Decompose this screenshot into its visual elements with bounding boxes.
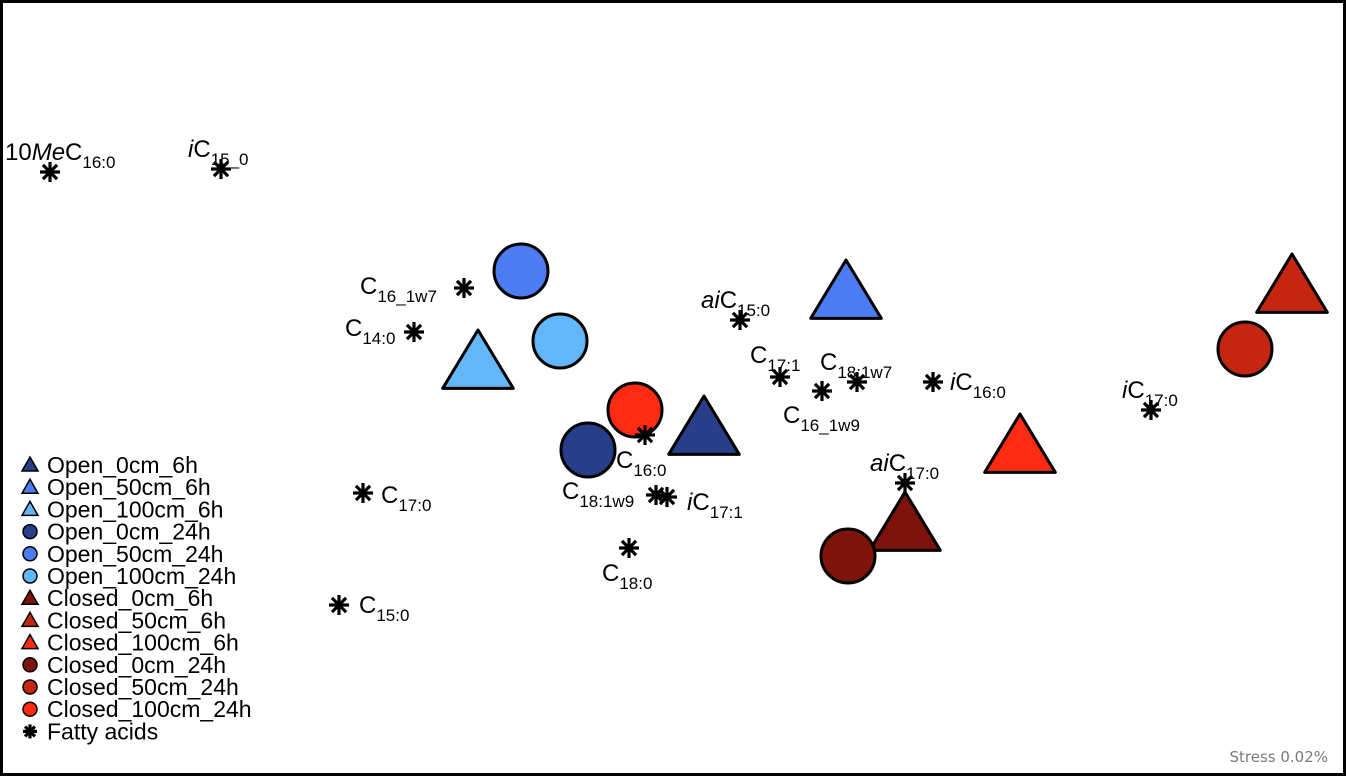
fatty-acid-marker-10mec16-0 xyxy=(40,162,60,182)
fatty-acid-label-ic17-1: iC17:1 xyxy=(687,489,743,522)
stress-annotation: Stress 0.02% xyxy=(1229,748,1328,766)
marker-closed-0cm-6h xyxy=(868,490,942,552)
marker-closed-0cm-24h xyxy=(819,527,877,585)
fatty-acid-marker-aic15-0 xyxy=(730,310,750,330)
fatty-acid-label-c16-1w9: C16_1w9 xyxy=(783,402,860,435)
fatty-acid-marker-ic17-1 xyxy=(657,487,677,507)
legend-swatch-closed-50cm-24h xyxy=(22,679,38,695)
fatty-acid-marker-aic17-0 xyxy=(895,473,915,493)
fatty-acid-marker-c18-1w7 xyxy=(847,372,867,392)
fatty-acid-marker-c14-0 xyxy=(404,322,424,342)
fatty-acid-marker-ic16-0 xyxy=(923,372,943,392)
legend-swatch-closed-0cm-24h xyxy=(22,657,38,673)
marker-closed-50cm-24h xyxy=(1216,320,1274,378)
marker-open-50cm-6h xyxy=(809,258,883,320)
fatty-acid-label-c16-0: C16:0 xyxy=(616,447,666,480)
legend-swatch-open-100cm-6h xyxy=(20,499,40,517)
fatty-acid-marker-c16-1w7 xyxy=(454,278,474,298)
legend-label-open-0cm-24h: Open_0cm_24h xyxy=(47,519,211,545)
legend-label-fatty-acids: Fatty acids xyxy=(47,718,158,744)
legend-label-closed-50cm-6h: Closed_50cm_6h xyxy=(47,607,226,633)
fatty-acid-label-c17-0: C17:0 xyxy=(381,482,431,515)
fatty-acid-marker-c15-0 xyxy=(329,595,349,615)
legend-swatch-fatty-acids xyxy=(23,724,37,739)
marker-open-50cm-24h xyxy=(492,242,550,300)
fatty-acid-marker-ic17-0 xyxy=(1141,400,1161,420)
fatty-acid-marker-ic15-0 xyxy=(211,159,231,179)
fatty-acid-label-ic17-0: iC17:0 xyxy=(1122,377,1178,410)
fatty-acid-label-ic16-0: iC16:0 xyxy=(950,369,1006,402)
legend-label-closed-100cm-24h: Closed_100cm_24h xyxy=(47,696,252,722)
fatty-acid-label-c14-0: C14:0 xyxy=(345,315,395,348)
marker-closed-100cm-6h xyxy=(983,412,1057,474)
legend-label-open-50cm-6h: Open_50cm_6h xyxy=(47,474,211,500)
fatty-acid-markers xyxy=(40,159,1161,615)
legend-swatch-closed-100cm-6h xyxy=(20,633,40,650)
legend-label-closed-100cm-6h: Closed_100cm_6h xyxy=(47,630,239,656)
legend-label-open-0cm-6h: Open_0cm_6h xyxy=(47,452,198,478)
legend-swatch-closed-50cm-6h xyxy=(20,610,40,628)
marker-open-100cm-24h xyxy=(531,312,589,370)
marker-open-0cm-6h xyxy=(667,394,741,456)
marker-closed-50cm-6h xyxy=(1255,252,1329,314)
fatty-acid-label-c15-0: C15:0 xyxy=(359,592,409,625)
fatty-acid-marker-c18-0 xyxy=(619,538,639,558)
legend-swatch-open-50cm-24h xyxy=(22,546,38,562)
sample-markers xyxy=(441,242,1329,585)
legend-label-closed-50cm-24h: Closed_50cm_24h xyxy=(47,674,239,700)
fatty-acid-label-c17-1: C17:1 xyxy=(750,342,800,375)
fatty-acid-marker-c17-0 xyxy=(353,483,373,503)
legend-swatch-open-100cm-24h xyxy=(22,568,38,584)
legend-label-open-50cm-24h: Open_50cm_24h xyxy=(47,541,223,567)
legend-swatch-open-0cm-6h xyxy=(20,455,40,472)
legend: Open_0cm_6hOpen_50cm_6hOpen_100cm_6hOpen… xyxy=(20,452,252,744)
legend-swatch-open-50cm-6h xyxy=(20,477,40,494)
legend-swatch-closed-100cm-24h xyxy=(22,701,38,717)
legend-label-open-100cm-6h: Open_100cm_6h xyxy=(47,496,223,522)
legend-swatch-closed-0cm-6h xyxy=(20,588,40,605)
fatty-acid-marker-c16-0 xyxy=(635,425,655,445)
legend-swatch-open-0cm-24h xyxy=(22,523,38,540)
marker-closed-100cm-24h xyxy=(606,381,664,439)
fatty-acid-label-c18-0: C18:0 xyxy=(602,560,652,593)
fatty-acid-marker-c17-1 xyxy=(770,367,790,387)
legend-label-open-100cm-24h: Open_100cm_24h xyxy=(47,563,236,589)
fatty-acid-label-aic17-0: aiC17:0 xyxy=(870,450,939,483)
fatty-acid-label-10mec16-0: 10MeC16:0 xyxy=(5,139,115,172)
fatty-acid-label-c16-1w7: C16_1w7 xyxy=(360,273,437,306)
marker-open-0cm-24h xyxy=(559,421,617,479)
fatty-acid-label-c18-1w9: C18:1w9 xyxy=(562,478,634,511)
fatty-acid-marker-c16-1w9 xyxy=(812,381,832,401)
legend-label-closed-0cm-6h: Closed_0cm_6h xyxy=(47,585,213,611)
legend-label-closed-0cm-24h: Closed_0cm_24h xyxy=(47,652,226,678)
marker-open-100cm-6h xyxy=(441,328,515,390)
